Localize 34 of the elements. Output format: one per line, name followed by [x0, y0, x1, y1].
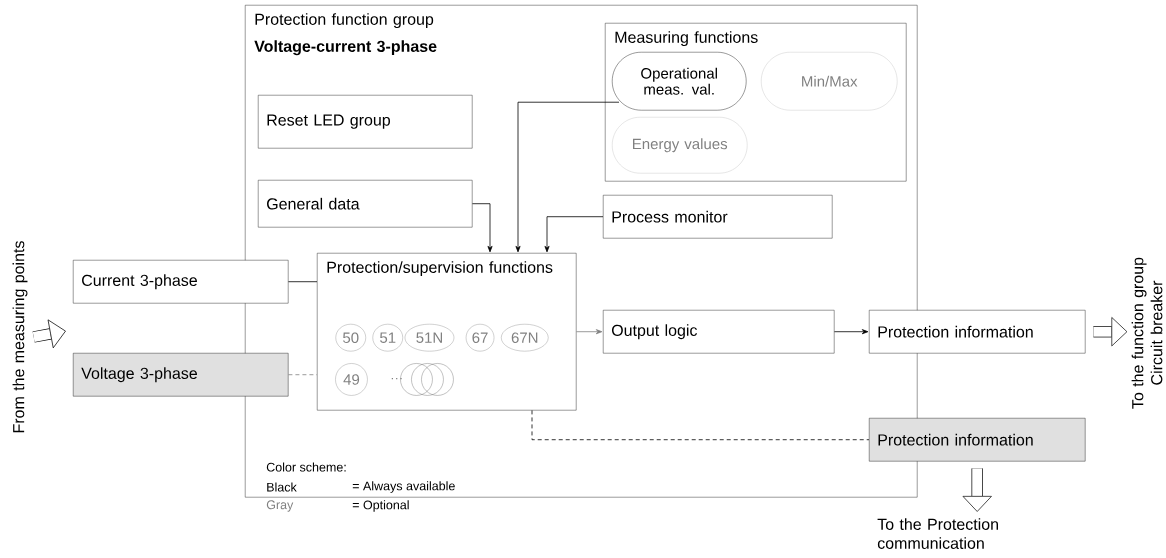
note-text: From the measuring points: [12, 241, 28, 433]
function-box: Output logic: [603, 310, 835, 354]
function-box: Protection information: [869, 310, 1086, 354]
function-box: Current 3-phase: [73, 260, 289, 304]
legend-title: Color scheme:: [266, 462, 346, 472]
connector-line: [288, 281, 318, 283]
function-box: General data: [258, 180, 473, 228]
connector-line: [288, 374, 318, 376]
empty-circle: [421, 363, 454, 396]
legend-key: Gray: [266, 500, 294, 512]
rounded-box: Energy values: [612, 117, 748, 174]
arrow: [834, 329, 869, 335]
note-text: To the Protection communication: [877, 518, 998, 549]
arrow: [576, 329, 603, 335]
legend-text: = Always available: [352, 481, 455, 493]
hollow-arrow: [962, 468, 992, 512]
function-box: Reset LED group: [258, 95, 473, 149]
ellipsis: ···: [391, 377, 402, 380]
function-box: Process monitor: [603, 195, 833, 239]
connector-line: [531, 410, 870, 441]
rounded-box: Min/Max: [761, 52, 898, 111]
legend-key: Black: [267, 482, 297, 492]
hollow-arrow: [32, 319, 66, 349]
rounded-box: Operational meas. val.: [612, 52, 747, 111]
hollow-arrow: [1093, 317, 1128, 347]
function-box: Voltage 3-phase: [73, 353, 289, 397]
arrow: [544, 216, 604, 253]
arrow: [472, 203, 493, 253]
empty-circle: [400, 363, 433, 396]
legend-text: = Optional: [352, 500, 409, 512]
arrow: [515, 101, 620, 253]
empty-circle: [411, 363, 444, 396]
note-text: To the function group Circuit breaker: [1131, 257, 1163, 409]
function-box: Protection information: [869, 418, 1086, 462]
